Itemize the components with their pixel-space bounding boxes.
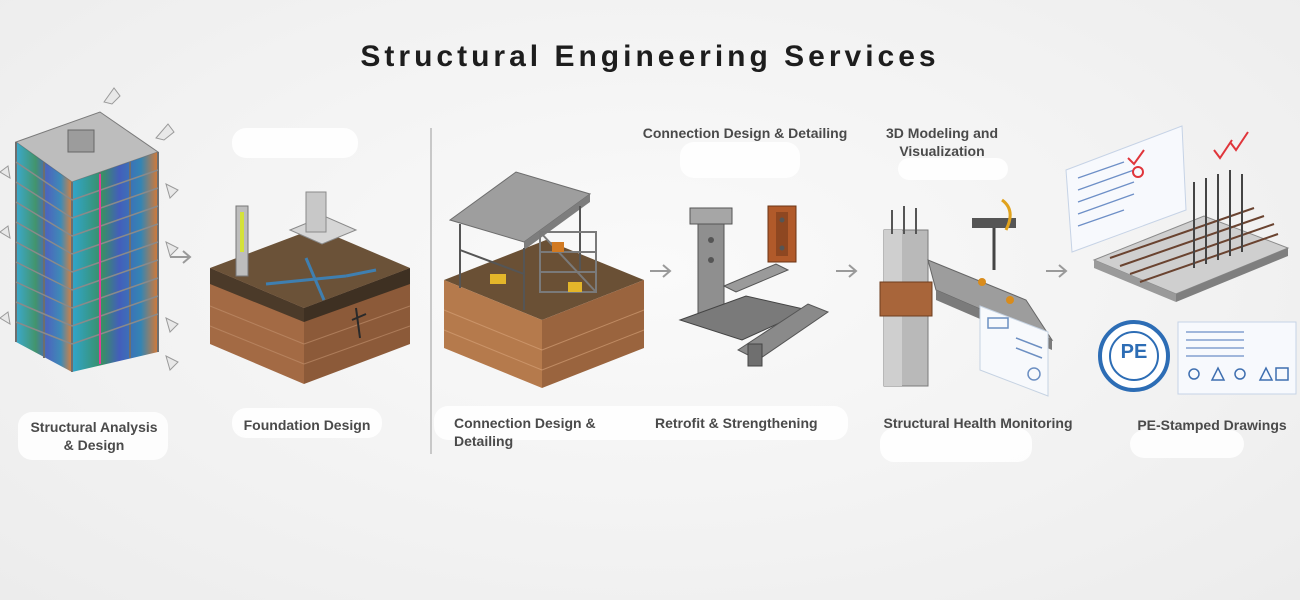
foundation-soil-icon [209,191,411,384]
page-title: Structural Engineering Services [360,40,940,73]
building-analysis-icon [0,87,179,372]
column-beam-monitoring-icon [879,198,1054,397]
step-label-connection-design: Connection Design & Detailing [454,415,596,449]
label-backdrop [880,428,1032,462]
right-arrow-icon [170,250,192,264]
right-arrow-icon [836,264,858,278]
top-label-connection-design: Connection Design & Detailing [642,125,848,141]
step-label-health-monitoring: Structural Health Monitoring [883,415,1073,431]
step-label-retrofit: Retrofit & Strengthening [655,415,818,431]
step-label-pe-drawings: PE-Stamped Drawings [1137,417,1287,433]
pe-stamp-text: PE [1120,341,1148,363]
top-label-3d-modeling: 3D Modeling and Visualization [864,124,1020,160]
top-label-3d-modeling-line2: Visualization [899,143,985,159]
label-backdrop [434,406,848,440]
label-backdrop [1130,430,1244,458]
step-label-structural-analysis: Structural Analysis & Design [12,418,176,454]
right-arrow-icon [650,264,672,278]
label-backdrop [680,142,800,178]
step-label-line2: & Design [63,437,125,453]
step-label-line1: Structural Analysis [30,419,158,435]
industrial-structure-icon [443,171,645,388]
label-backdrop [18,412,168,460]
label-backdrop [232,128,358,158]
section-divider [430,128,432,454]
drawings-stamp-icon [1065,125,1297,395]
label-backdrop [898,158,1008,180]
step-label-foundation-design: Foundation Design [243,417,371,433]
top-label-3d-modeling-line1: 3D Modeling and [886,125,998,141]
steel-connection-icon [678,205,830,367]
right-arrow-icon [1046,264,1068,278]
label-backdrop [232,408,382,438]
